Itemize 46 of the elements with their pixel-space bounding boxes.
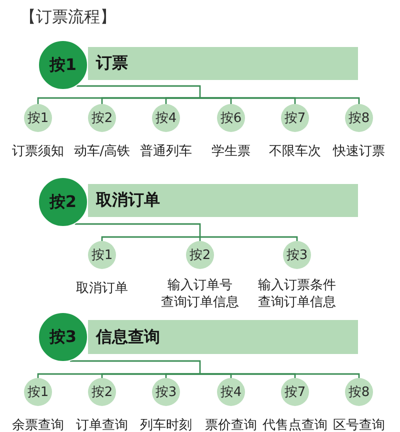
heading-band: 信息查询	[88, 320, 358, 354]
heading-band: 订票	[88, 47, 358, 80]
option-circle: 按2	[88, 104, 116, 132]
option-label: 不限车次	[269, 143, 321, 160]
option-circle: 按3	[283, 241, 311, 269]
option-circle: 按2	[88, 378, 116, 406]
option-label: 区号查询	[333, 417, 385, 432]
option-circle: 按2	[186, 241, 214, 269]
option-label: 票价查询	[205, 417, 257, 432]
option-label: 输入订单号查询订单信息	[161, 277, 239, 311]
option-circle: 按1	[24, 104, 52, 132]
connector-line	[76, 85, 201, 98]
diagram-title: 【订票流程】	[20, 7, 116, 27]
heading-band: 取消订单	[88, 184, 358, 217]
option-circle: 按6	[217, 104, 245, 132]
connector-line	[165, 97, 200, 104]
option-circle: 按4	[217, 378, 245, 406]
connector-line	[200, 236, 298, 241]
option-circle: 按1	[24, 378, 52, 406]
connector-line	[101, 236, 200, 241]
connector-line	[200, 97, 360, 104]
connector-line	[74, 223, 201, 237]
option-label: 取消订单	[76, 280, 128, 297]
step-circle: 按2	[38, 177, 88, 227]
step-circle: 按1	[38, 40, 88, 90]
connector-line	[165, 373, 200, 378]
option-label: 代售点查询	[262, 417, 328, 432]
connector-line	[200, 373, 360, 378]
option-circle: 按4	[152, 104, 180, 132]
option-circle: 按3	[152, 378, 180, 406]
option-circle: 按8	[345, 104, 373, 132]
option-label: 输入订票条件查询订单信息	[258, 277, 336, 311]
option-label: 订单查询	[76, 417, 128, 432]
option-circle: 按7	[281, 104, 309, 132]
option-label: 普通列车	[140, 143, 192, 160]
option-label: 动车/高铁	[74, 143, 130, 160]
option-label: 列车时刻	[140, 417, 192, 432]
option-circle: 按1	[88, 241, 116, 269]
option-label: 订票须知	[12, 143, 64, 160]
step-circle: 按3	[38, 312, 88, 362]
option-label: 余票查询	[12, 417, 64, 432]
option-circle: 按8	[345, 378, 373, 406]
option-label: 学生票	[212, 143, 250, 160]
option-circle: 按7	[281, 378, 309, 406]
connector-line	[70, 360, 201, 374]
option-label: 快速订票	[333, 143, 385, 160]
